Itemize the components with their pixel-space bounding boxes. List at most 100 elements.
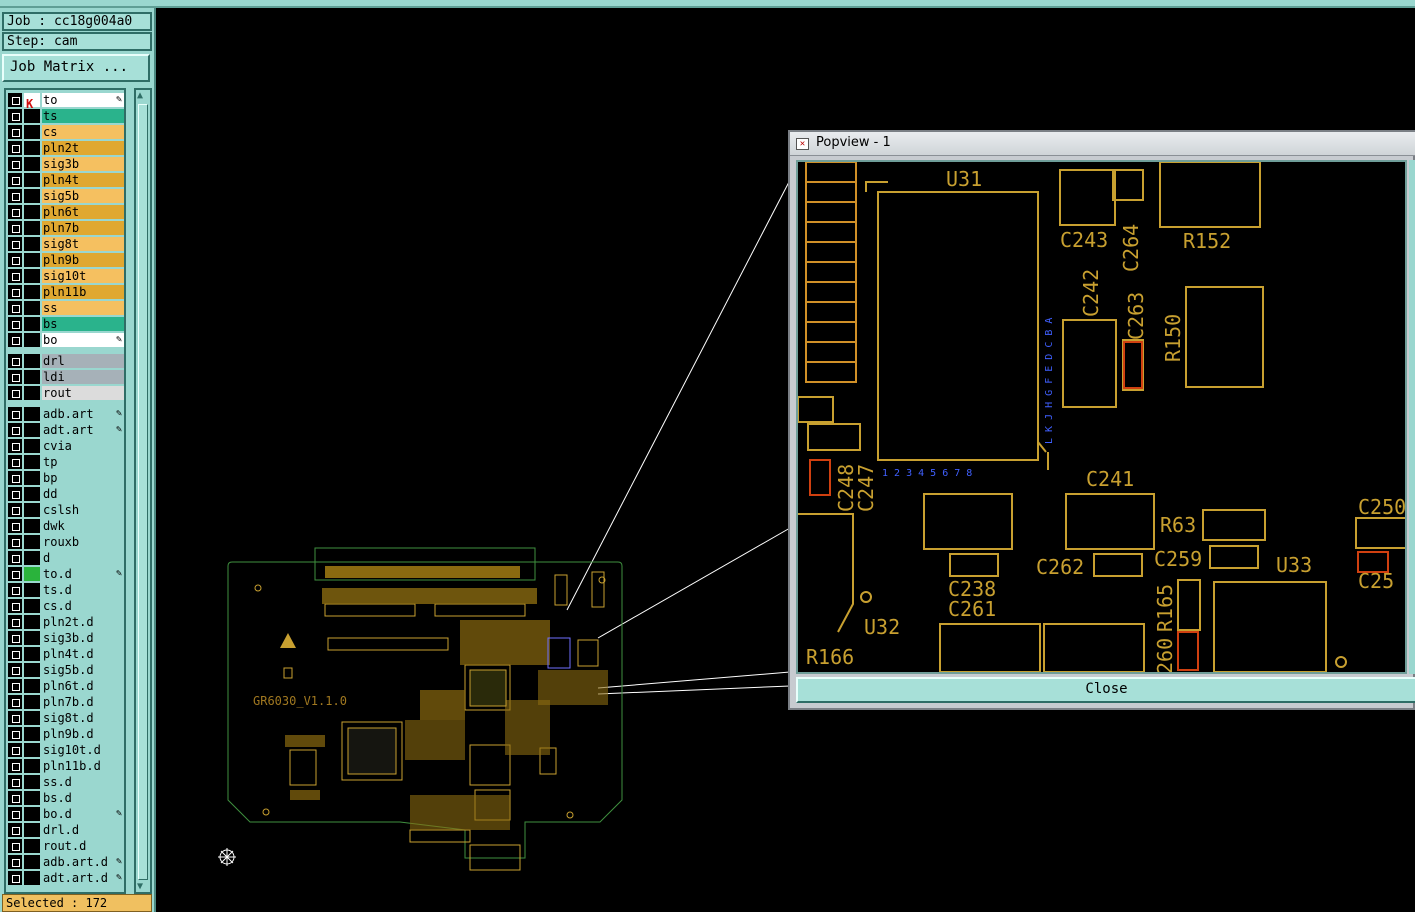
layer-row[interactable]: d [6,550,126,566]
layer-row[interactable]: pln7b [6,220,126,236]
layer-checkbox[interactable] [8,839,22,853]
layer-name[interactable]: sig10t [42,269,124,283]
layer-row[interactable]: sig5b [6,188,126,204]
layer-row[interactable]: pln9b.d [6,726,126,742]
layer-status[interactable] [24,503,40,517]
scroll-up-arrow-icon[interactable]: ▲ [137,90,144,101]
layer-checkbox[interactable] [8,237,22,251]
layer-checkbox[interactable] [8,775,22,789]
layer-name[interactable]: pln9b.d [42,727,124,741]
layer-name[interactable]: sig3b.d [42,631,124,645]
layer-name[interactable]: pln6t.d [42,679,124,693]
layer-row[interactable]: drl [6,353,126,369]
layer-checkbox[interactable] [8,317,22,331]
layer-name[interactable]: bp [42,471,124,485]
layer-status[interactable] [24,823,40,837]
layer-name[interactable]: cvia [42,439,124,453]
layer-name[interactable]: dd [42,487,124,501]
layer-row[interactable]: sig8t.d [6,710,126,726]
layer-row[interactable]: drl.d [6,822,126,838]
layer-status[interactable] [24,253,40,267]
layer-status[interactable] [24,599,40,613]
layer-list-scrollbar[interactable]: ▲ ▼ [134,88,152,894]
layer-name[interactable]: rout.d [42,839,124,853]
layer-checkbox[interactable] [8,269,22,283]
layer-checkbox[interactable] [8,354,22,368]
layer-name[interactable]: rout [42,386,124,400]
layer-name[interactable]: rouxb [42,535,124,549]
layer-status[interactable] [24,301,40,315]
layer-name[interactable]: cslsh [42,503,124,517]
layer-status[interactable] [24,333,40,347]
pcb-view[interactable]: GR6030_V1.1.0 [158,10,1415,912]
layer-row[interactable]: pln4t.d [6,646,126,662]
layer-checkbox[interactable] [8,567,22,581]
layer-checkbox[interactable] [8,823,22,837]
layer-row[interactable]: pln7b.d [6,694,126,710]
layer-row[interactable]: sig10t.d [6,742,126,758]
layer-name[interactable]: cs [42,125,124,139]
layer-name[interactable]: pln7b [42,221,124,235]
layer-status[interactable] [24,317,40,331]
layer-row[interactable]: pln11b [6,284,126,300]
layer-row[interactable]: pln2t.d [6,614,126,630]
layer-row[interactable]: bo.d✎ [6,806,126,822]
layer-status[interactable] [24,615,40,629]
layer-status[interactable] [24,423,40,437]
layer-status[interactable] [24,535,40,549]
layer-status[interactable] [24,205,40,219]
layer-name[interactable]: tp [42,455,124,469]
layer-row[interactable]: to.d✎ [6,566,126,582]
layer-row[interactable]: dwk [6,518,126,534]
layer-checkbox[interactable] [8,583,22,597]
layer-name[interactable]: bs.d [42,791,124,805]
layer-row[interactable]: ts [6,108,126,124]
layer-name[interactable]: sig8t.d [42,711,124,725]
layer-row[interactable]: cs [6,124,126,140]
layer-name[interactable]: pln11b [42,285,124,299]
layer-name[interactable]: bs [42,317,124,331]
layer-checkbox[interactable] [8,615,22,629]
layer-status[interactable] [24,631,40,645]
layer-name[interactable]: pln2t.d [42,615,124,629]
layer-name[interactable]: sig3b [42,157,124,171]
layer-checkbox[interactable] [8,727,22,741]
layer-checkbox[interactable] [8,535,22,549]
popview-window[interactable]: ✕ Popview - 1 [788,130,1415,710]
layer-checkbox[interactable] [8,439,22,453]
layer-status[interactable] [24,855,40,869]
layer-row[interactable]: ts.d [6,582,126,598]
layer-row[interactable]: rout [6,385,126,401]
layer-checkbox[interactable] [8,679,22,693]
layer-row[interactable]: sig3b.d [6,630,126,646]
layer-status[interactable] [24,647,40,661]
layer-name[interactable]: bo.d✎ [42,807,124,821]
layer-checkbox[interactable] [8,503,22,517]
layer-status[interactable] [24,237,40,251]
layer-status[interactable] [24,487,40,501]
popview-canvas[interactable]: U31 C243 C264 R152 C242 C263 R150 C248 C… [796,160,1407,674]
layer-status[interactable] [24,354,40,368]
layer-row[interactable]: cvia [6,438,126,454]
layer-status[interactable] [24,807,40,821]
layer-row[interactable]: bo✎ [6,332,126,348]
layer-status[interactable] [24,743,40,757]
layer-status[interactable] [24,370,40,384]
scrollbar-thumb[interactable] [138,104,148,880]
layer-name[interactable]: ldi [42,370,124,384]
layer-name[interactable]: ts.d [42,583,124,597]
layer-status[interactable] [24,551,40,565]
layer-row[interactable]: rouxb [6,534,126,550]
layer-checkbox[interactable] [8,791,22,805]
layer-row[interactable]: ss.d [6,774,126,790]
layer-name[interactable]: pln7b.d [42,695,124,709]
layer-status[interactable] [24,791,40,805]
layer-status[interactable] [24,711,40,725]
layer-checkbox[interactable] [8,333,22,347]
layer-checkbox[interactable] [8,631,22,645]
popview-zoomed-pcb[interactable]: U31 C243 C264 R152 C242 C263 R150 C248 C… [797,161,1407,674]
layer-row[interactable]: pln11b.d [6,758,126,774]
layer-name[interactable]: to.d✎ [42,567,124,581]
layer-row[interactable]: sig5b.d [6,662,126,678]
job-matrix-button[interactable]: Job Matrix ... [2,54,150,82]
